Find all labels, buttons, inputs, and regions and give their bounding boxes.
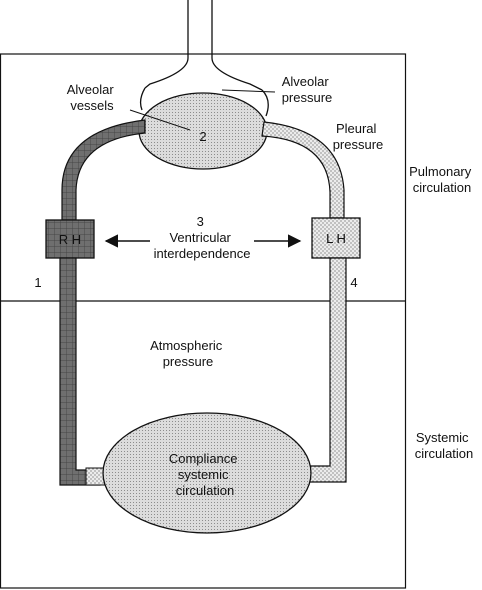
alveolar-pressure-leader bbox=[221, 89, 276, 93]
compliance-label: Compliance systemic circulation bbox=[169, 451, 241, 498]
right-pulmonary-vessel bbox=[61, 119, 146, 221]
alveolar-vessels-leader bbox=[129, 109, 191, 131]
right-heart-number: 1 bbox=[34, 275, 41, 290]
left-pulmonary-vessel bbox=[261, 121, 345, 219]
systemic-circulation-label: Systemic circulation bbox=[415, 430, 474, 461]
pulmonary-circulation-label: Pulmonary circulation bbox=[409, 164, 475, 195]
right-heart-label: R H bbox=[59, 232, 81, 247]
left-systemic-vessel bbox=[305, 257, 347, 483]
left-heart bbox=[311, 217, 361, 259]
right-systemic-vessel bbox=[59, 257, 101, 486]
alveolar-vessels-label: Alveolar vessels bbox=[67, 82, 118, 113]
ventricular-interdependence-label: 3 Ventricular interdependence bbox=[154, 214, 251, 261]
thorax-box bbox=[0, 53, 407, 589]
left-heart-number: 4 bbox=[350, 275, 357, 290]
atmospheric-pressure-label: Atmospheric pressure bbox=[150, 338, 226, 369]
left-heart-label: L H bbox=[326, 231, 346, 246]
alveolar-vessels-number: 2 bbox=[199, 129, 206, 144]
pleural-pressure-label: Pleural pressure bbox=[333, 121, 384, 152]
airway-trachea bbox=[144, 0, 263, 91]
right-heart bbox=[45, 219, 95, 259]
alveolar-pressure-label: Alveolar pressure bbox=[282, 74, 333, 105]
compliance-systemic-circulation bbox=[102, 412, 312, 534]
